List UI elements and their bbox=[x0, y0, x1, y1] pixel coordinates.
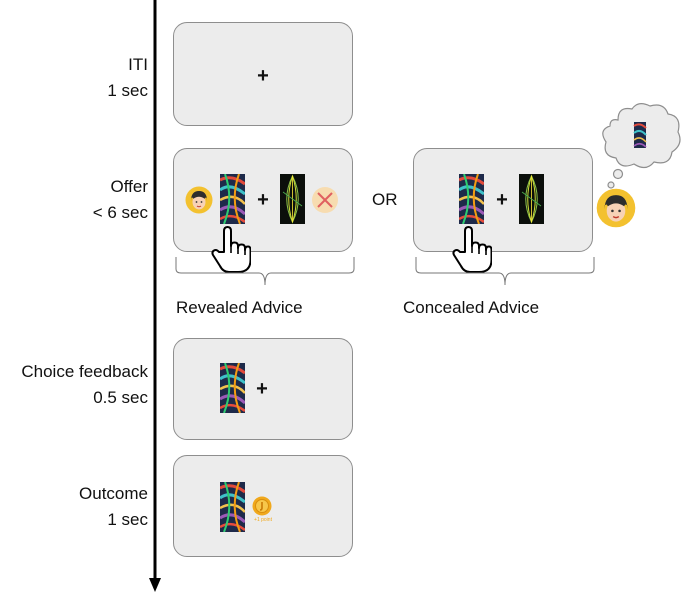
offer-revealed-screen: + bbox=[173, 148, 353, 252]
revealed-brace bbox=[175, 257, 355, 286]
stage-label-offer: Offer < 6 sec bbox=[93, 174, 148, 226]
stage-duration: < 6 sec bbox=[92, 203, 148, 222]
timeline-arrow bbox=[149, 0, 161, 592]
stage-duration: 0.5 sec bbox=[93, 388, 148, 407]
green-abstract-icon bbox=[280, 174, 305, 224]
stage-name: Choice feedback bbox=[21, 362, 148, 381]
option-separator: + bbox=[496, 189, 508, 211]
stage-duration: 1 sec bbox=[107, 81, 148, 100]
stage-label-iti: ITI 1 sec bbox=[107, 52, 148, 104]
outcome-screen: +1 point bbox=[173, 455, 353, 557]
abstract-painting-icon bbox=[220, 482, 245, 532]
stage-label-choice-feedback: Choice feedback 0.5 sec bbox=[21, 359, 148, 411]
stage-duration: 1 sec bbox=[107, 510, 148, 529]
abstract-painting-icon bbox=[459, 174, 484, 224]
stage-label-outcome: Outcome 1 sec bbox=[79, 481, 148, 533]
green-abstract-icon bbox=[519, 174, 544, 224]
cross-icon bbox=[312, 187, 338, 213]
stage-name: Outcome bbox=[79, 484, 148, 503]
pointing-hand-icon bbox=[452, 226, 492, 273]
option-separator: + bbox=[257, 189, 269, 211]
stage-name: Offer bbox=[110, 177, 148, 196]
advisor-face-icon bbox=[596, 188, 636, 228]
fixation-cross: + bbox=[256, 378, 268, 400]
concealed-advice-caption: Concealed Advice bbox=[403, 298, 540, 317]
choice-feedback-screen: + bbox=[173, 338, 353, 440]
pointing-hand-icon bbox=[211, 226, 251, 273]
abstract-painting-icon bbox=[220, 174, 245, 224]
coin-icon bbox=[252, 496, 272, 516]
advisor-face-icon bbox=[185, 186, 213, 214]
offer-concealed-screen: + bbox=[413, 148, 593, 252]
fixation-cross: + bbox=[257, 65, 269, 87]
iti-screen: + bbox=[173, 22, 353, 126]
coin-points-text: +1 point bbox=[254, 517, 272, 523]
stage-name: ITI bbox=[128, 55, 148, 74]
thought-bubble-icon bbox=[602, 103, 681, 189]
or-connector: OR bbox=[372, 190, 398, 209]
abstract-painting-icon bbox=[220, 363, 245, 413]
revealed-advice-caption: Revealed Advice bbox=[176, 298, 303, 317]
concealed-brace bbox=[415, 257, 595, 286]
